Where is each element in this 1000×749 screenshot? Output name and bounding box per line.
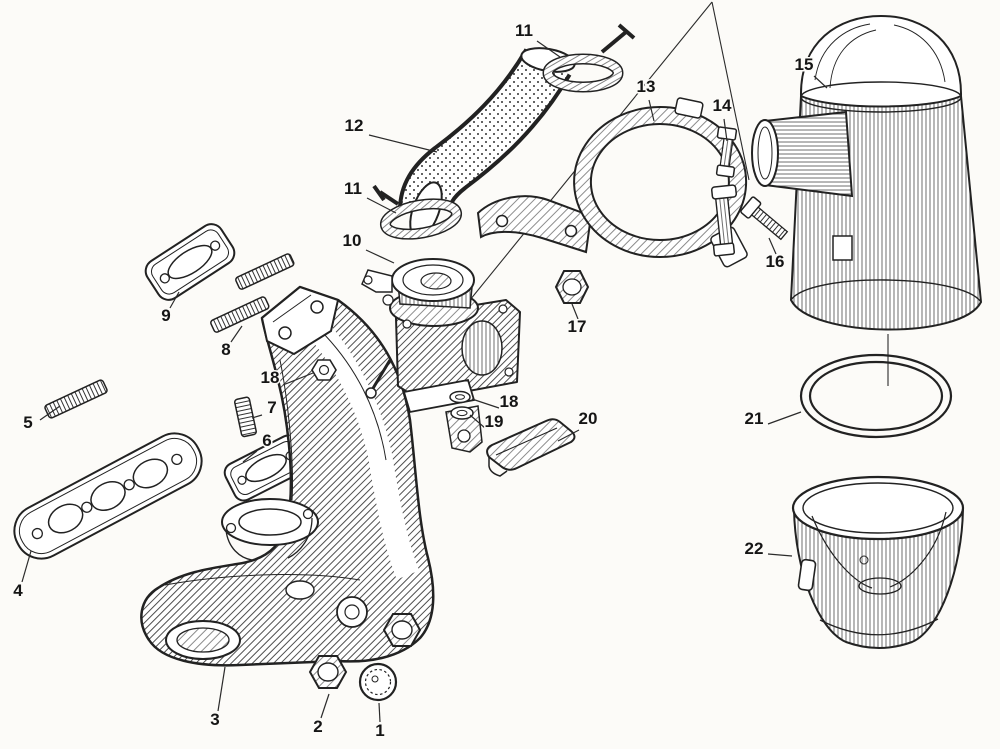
- part-2-nut: [308, 655, 348, 689]
- callout-13: 13: [637, 77, 656, 96]
- callout-9: 9: [161, 306, 170, 325]
- part-10-carburetor: [361, 258, 521, 453]
- callout-16: 16: [766, 252, 785, 271]
- part-12-air-hose: [398, 47, 576, 239]
- callout-4: 4: [13, 581, 23, 600]
- bowl-clip: [797, 558, 817, 592]
- part-22-filter-bowl: [791, 475, 965, 649]
- part-15-air-filter-housing: [751, 14, 983, 331]
- callout-18-right: 18: [500, 392, 519, 411]
- part-18b-washer: [449, 390, 471, 404]
- part-5-stud: [44, 379, 108, 419]
- part-3-intake-manifold: [140, 285, 435, 667]
- callout-8: 8: [221, 340, 230, 359]
- callout-7: 7: [267, 398, 276, 417]
- callout-3: 3: [210, 710, 219, 729]
- callout-19: 19: [485, 412, 504, 431]
- part-11a-hose-clamp: [542, 23, 636, 93]
- part-7-stud: [234, 396, 257, 438]
- part-4-manifold-gasket: [13, 432, 203, 560]
- part-16-bolt: [740, 196, 789, 241]
- callout-5: 5: [23, 413, 32, 432]
- callout-20: 20: [579, 409, 598, 428]
- callout-14: 14: [713, 96, 732, 115]
- callout-10: 10: [343, 231, 362, 250]
- part-20-heat-shield: [486, 418, 576, 477]
- clamp-bracket: [476, 195, 593, 254]
- part-13-band-clamp: [476, 97, 748, 268]
- part-17-nut: [554, 270, 590, 304]
- callouts: 1 2 3 4 5 6 7 8 9 10 11 11 12 13 14 15 1…: [12, 20, 815, 742]
- part-21-seal-ring: [799, 353, 953, 439]
- callout-leaders: [21, 40, 828, 723]
- callout-21: 21: [745, 409, 764, 428]
- callout-17: 17: [568, 317, 587, 336]
- callout-11-top: 11: [515, 21, 533, 40]
- callout-2: 2: [313, 717, 322, 736]
- part-19-washer: [450, 406, 474, 420]
- part-14-clamp-bolt: [715, 126, 738, 178]
- callout-15: 15: [795, 55, 814, 74]
- part-11b-hose-clamp: [372, 184, 463, 240]
- carb-mounting-flange: [221, 498, 319, 546]
- callout-6: 6: [262, 431, 271, 450]
- callout-22: 22: [745, 539, 764, 558]
- part-8-studs: [210, 253, 295, 333]
- callout-12: 12: [345, 116, 364, 135]
- callout-18-left: 18: [261, 368, 280, 387]
- part-nut: [382, 613, 422, 647]
- part-1-plug: [358, 662, 398, 702]
- callout-1: 1: [375, 721, 384, 740]
- part-9-gasket: [144, 223, 236, 301]
- part-18a-nut: [311, 359, 337, 381]
- callout-11-mid: 11: [344, 179, 362, 198]
